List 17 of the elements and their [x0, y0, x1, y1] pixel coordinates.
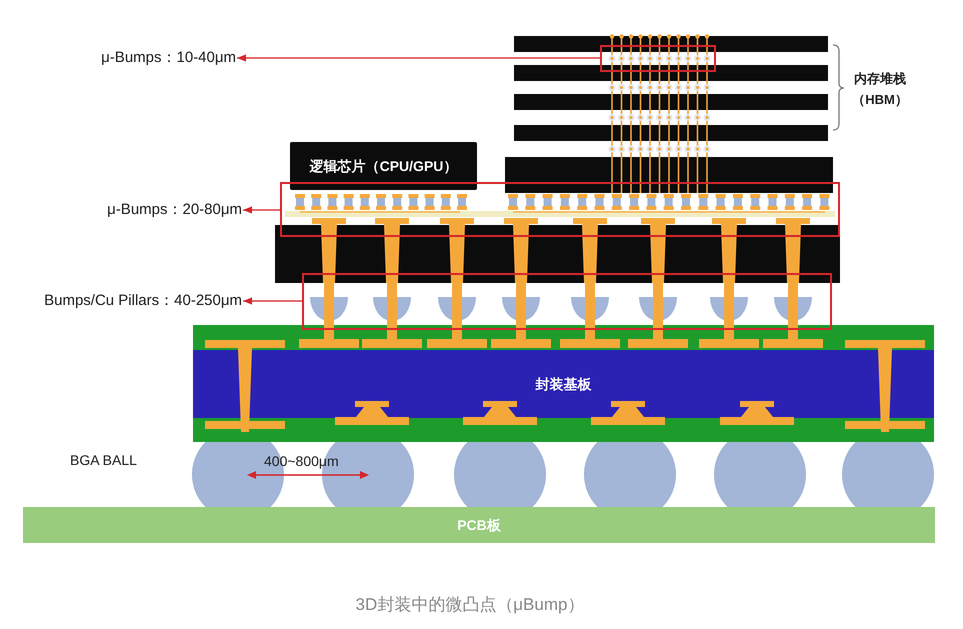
leader-arrow [243, 206, 280, 214]
leader-arrow [243, 297, 302, 305]
logic-die [290, 142, 477, 190]
size-label: μ-Bumps：20-80μm [107, 201, 242, 219]
leader-arrow [237, 54, 600, 62]
part-label: BGA BALL [70, 452, 137, 468]
circuit-board [23, 507, 935, 543]
figure-caption: 3D封装中的微凸点（μBump） [356, 594, 584, 616]
board-label: PCB板 [457, 516, 501, 534]
substrate-label: 封装基板 [536, 374, 592, 392]
stack-label: 内存堆栈（HBM） [851, 70, 909, 109]
size-label: Bumps/Cu Pillars：40-250μm [44, 292, 242, 310]
die-label: 逻辑芯片（CPU/GPU） [310, 157, 458, 175]
highlight-frame [302, 273, 832, 330]
size-label: μ-Bumps：10-40μm [101, 49, 236, 67]
dimension-label: 400~800μm [264, 453, 339, 469]
highlight-frame [280, 182, 840, 237]
